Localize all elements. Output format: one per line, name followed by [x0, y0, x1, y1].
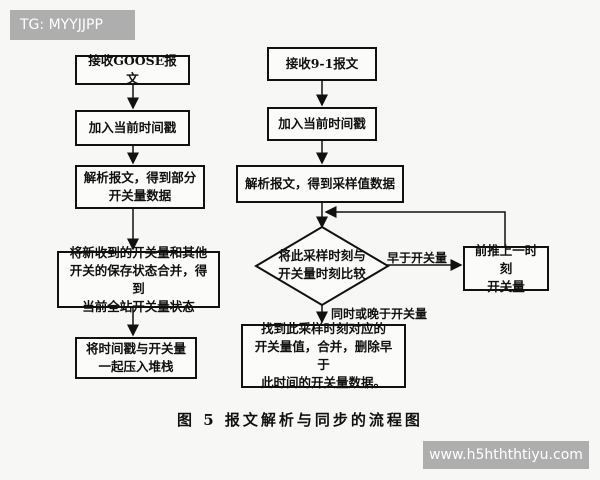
bottom-watermark: www.h5hththtiyu.com [423, 441, 589, 469]
parse-sample-text: 解析报文，得到采样值数据 [244, 176, 395, 191]
parse-switch-box: 解析报文，得到部分 开关量数据 [75, 165, 205, 209]
loop-back-line [324, 206, 506, 246]
right-timestamp-text: 加入当前时间戳 [278, 116, 366, 131]
top-watermark: TG: MYYJJPP [10, 10, 135, 40]
receive-goose-box: 接收GOOSE报文 [75, 53, 190, 86]
prev-switch-box: 前推上一时刻 开关量 [463, 243, 549, 294]
branch-early-label: 早于开关量 [387, 251, 448, 265]
push-stack-box: 将时间戳与开关量 一起压入堆栈 [75, 337, 197, 379]
parse-sample-box: 解析报文，得到采样值数据 [236, 165, 404, 203]
merge-state-box: 将新收到的开关量和其他 开关的保存状态合并，得到 当前全站开关量状态 [57, 245, 220, 314]
merge-state-text: 将新收到的开关量和其他 开关的保存状态合并，得到 当前全站开关量状态 [69, 244, 208, 314]
figure-caption: 图 5 报文解析与同步的流程图 [177, 411, 423, 429]
push-stack-text: 将时间戳与开关量 一起压入堆栈 [85, 341, 186, 374]
left-timestamp-text: 加入当前时间戳 [88, 120, 177, 135]
find-merge-box: 找到此采样时刻对应的 开关量值，合并，删除早于 此时间的开关量数据。 [241, 321, 406, 390]
find-merge-text: 找到此采样时刻对应的 开关量值，合并，删除早于 此时间的开关量数据。 [254, 321, 393, 390]
branch-late-label: 同时或晚于开关量 [331, 307, 428, 321]
right-timestamp-box: 加入当前时间戳 [267, 107, 377, 141]
left-timestamp-box: 加入当前时间戳 [75, 110, 190, 146]
receive-91-text: 接收9-1报文 [285, 56, 359, 71]
parse-switch-text: 解析报文，得到部分 开关量数据 [83, 170, 197, 203]
decision-diamond [254, 225, 390, 307]
receive-goose-text: 接收GOOSE报文 [88, 53, 177, 86]
decision-label: 将此采样时刻与 开关量时刻比较 [278, 248, 366, 281]
decision-text: 将此采样时刻与 开关量时刻比较 [262, 244, 382, 286]
receive-91-box: 接收9-1报文 [267, 47, 377, 81]
prev-switch-text: 前推上一时刻 开关量 [474, 242, 538, 294]
